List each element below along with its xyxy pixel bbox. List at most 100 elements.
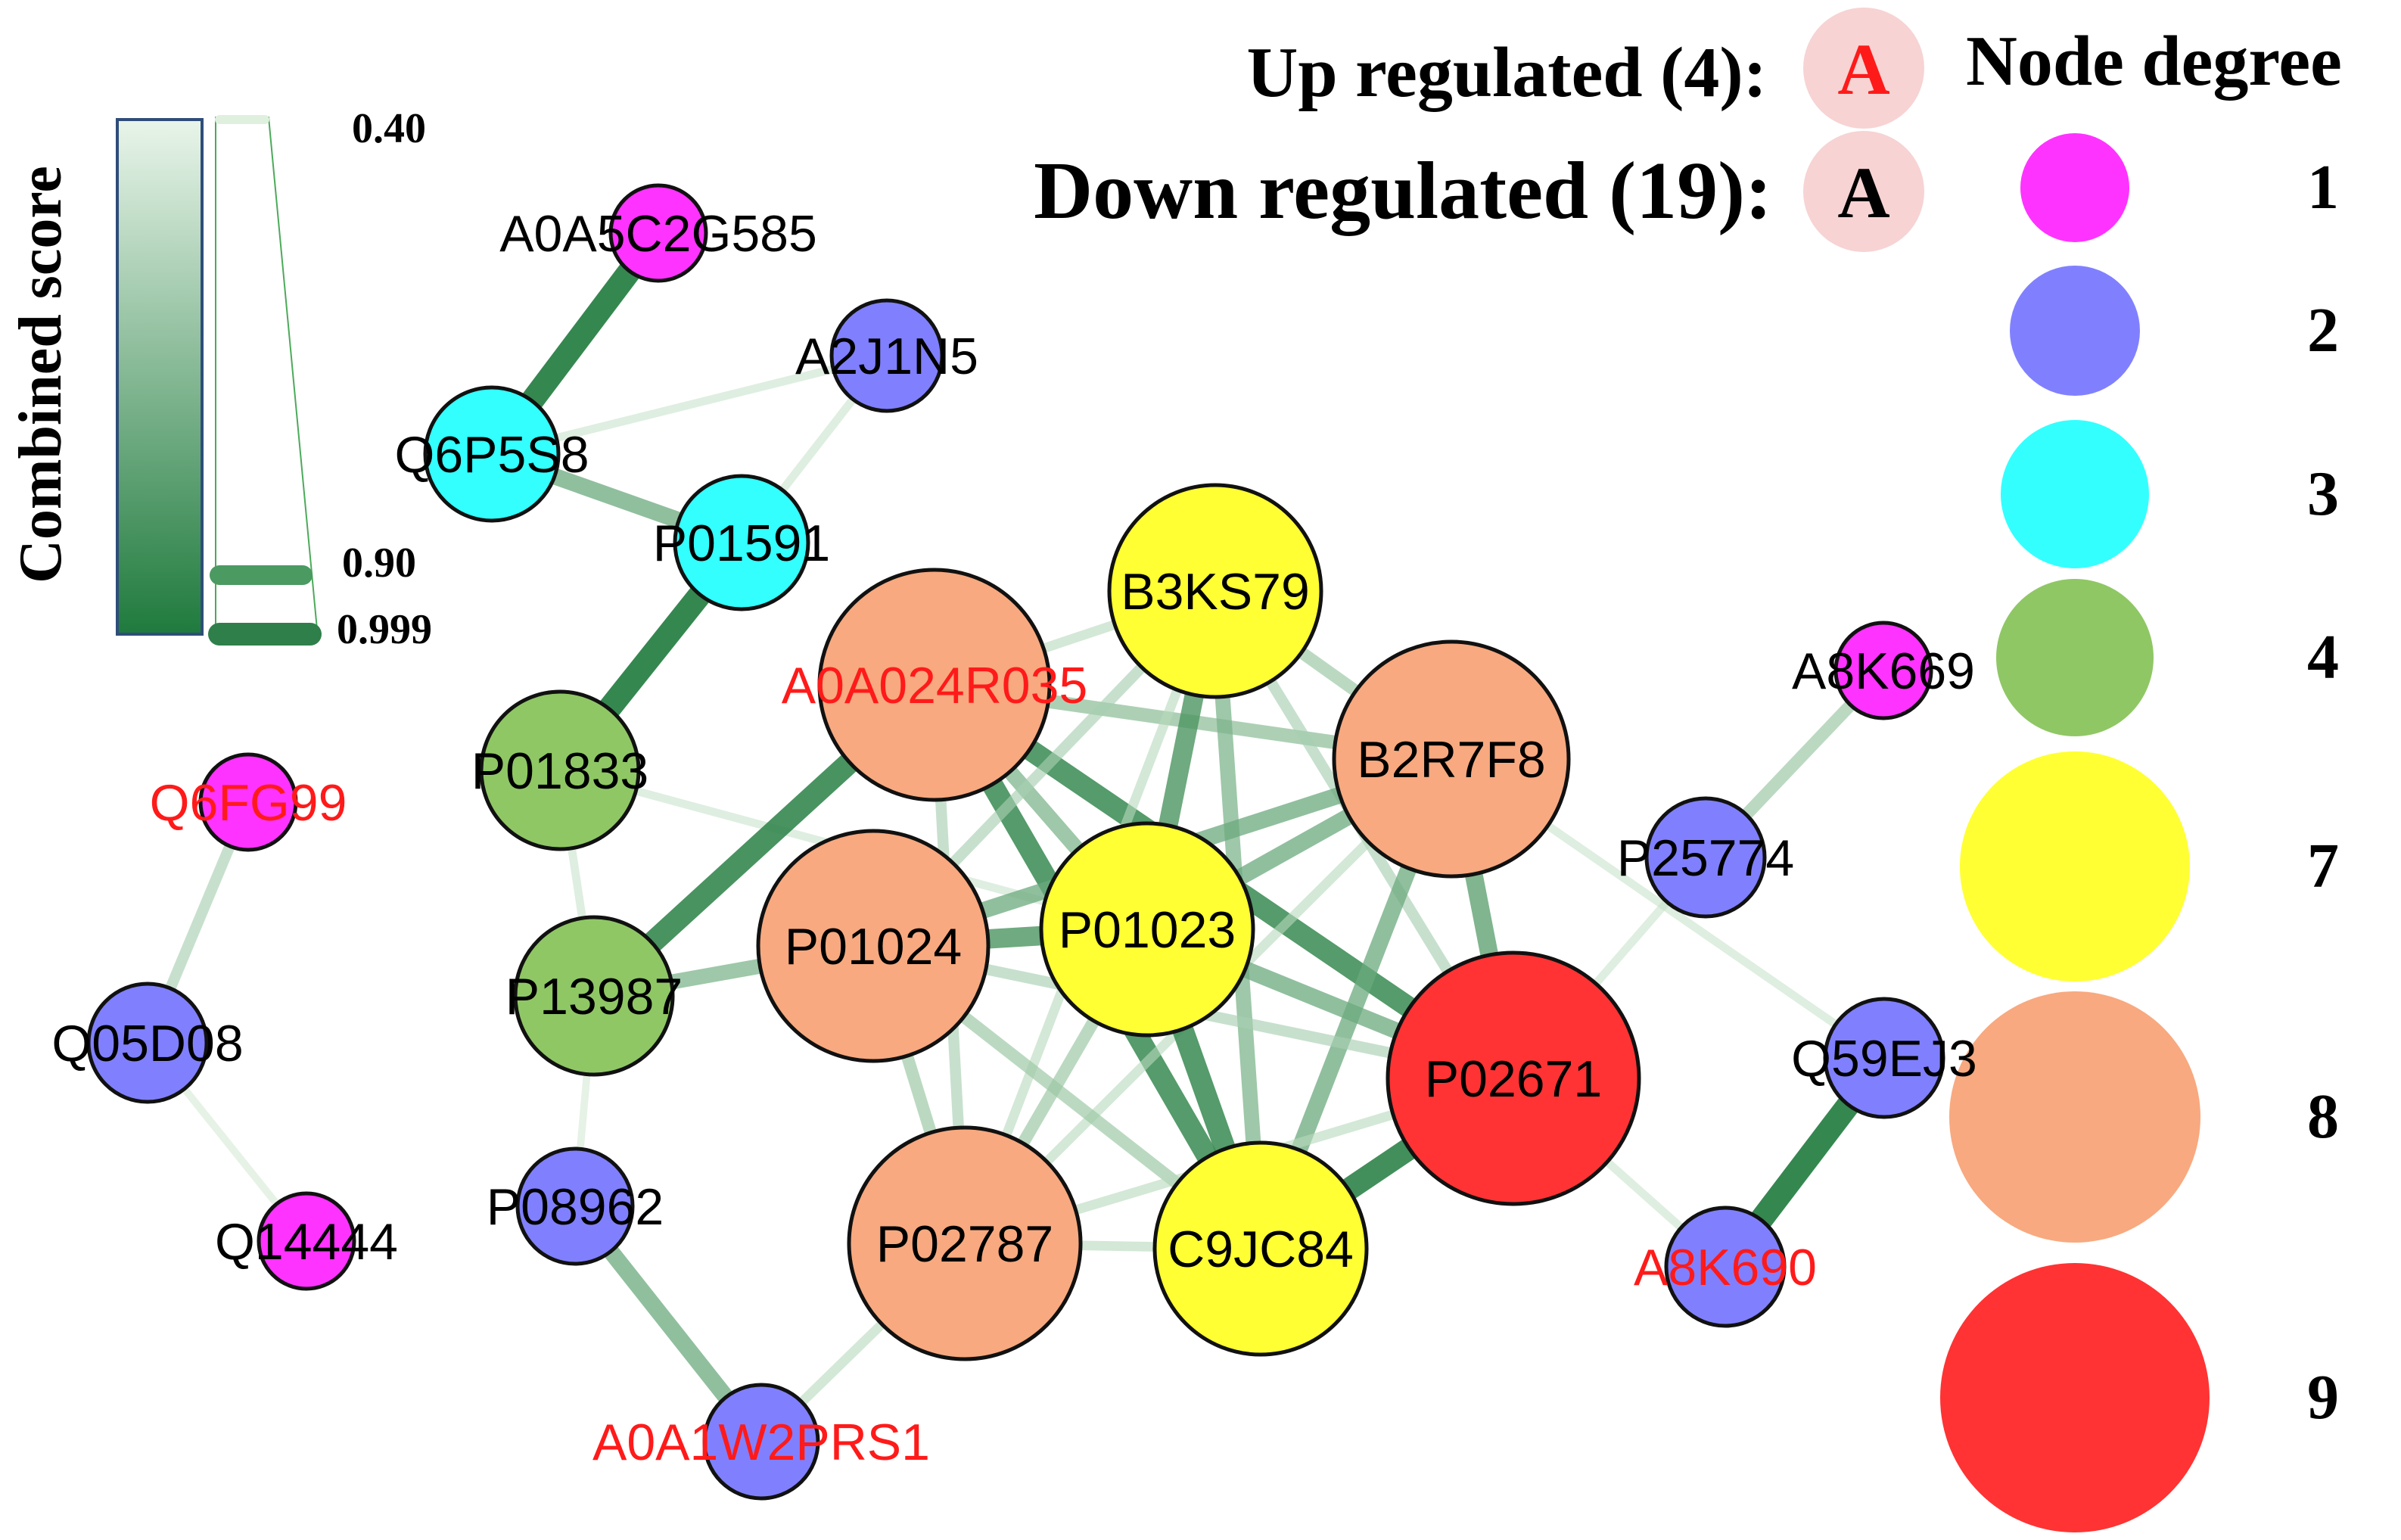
down-regulated-letter: A (1837, 152, 1889, 233)
node-p08962[interactable]: P08962 (487, 1146, 664, 1266)
node-a8k690[interactable]: A8K690 (1634, 1206, 1817, 1328)
degree-label-7: 7 (2307, 831, 2339, 901)
node-label: C9JC84 (1168, 1221, 1354, 1278)
node-label: A0A1W2PRS1 (592, 1414, 930, 1471)
node-label: Q59EJ3 (1791, 1030, 1977, 1087)
node-circle[interactable] (198, 752, 298, 852)
combined-score-colorbar (116, 118, 204, 636)
degree-swatch-7 (1960, 751, 2190, 982)
node-p02787[interactable]: P02787 (847, 1125, 1083, 1361)
score-label-0999: 0.999 (337, 606, 432, 653)
node-label: P13987 (505, 968, 683, 1025)
node-p01833[interactable]: P01833 (471, 689, 648, 851)
node-label: P02787 (876, 1215, 1053, 1273)
node-circle[interactable] (1664, 1206, 1787, 1328)
node-circle[interactable] (1332, 639, 1571, 879)
node-label: Q6P5S8 (394, 426, 589, 484)
node-circle[interactable] (673, 474, 810, 611)
node-circle[interactable] (702, 1383, 820, 1501)
down-regulated-label: Down regulated (19): (1034, 146, 1772, 236)
node-circle[interactable] (817, 568, 1052, 802)
node-label: P02671 (1425, 1050, 1602, 1108)
node-c9jc84[interactable]: C9JC84 (1152, 1140, 1369, 1357)
node-circle[interactable] (513, 915, 675, 1077)
node-degree-legend: Node degree 1 2 3 4 7 8 9 (1940, 22, 2342, 1532)
combined-score-title: Combined score (8, 166, 74, 583)
combined-score-legend: Combined score 0.40 0.90 0.999 (8, 105, 432, 653)
node-label: P01833 (471, 742, 648, 800)
degree-swatch-2 (2010, 266, 2140, 396)
node-label: P08962 (487, 1178, 664, 1236)
degree-swatch-9 (1940, 1263, 2210, 1532)
score-label-090: 0.90 (342, 540, 416, 586)
node-label: A8K690 (1634, 1239, 1817, 1296)
node-circle[interactable] (847, 1125, 1083, 1361)
node-circle[interactable] (515, 1146, 635, 1266)
down-regulated-badge (1803, 131, 1924, 252)
degree-label-2: 2 (2307, 295, 2339, 366)
degree-swatch-4 (1996, 579, 2154, 736)
node-label: Q14444 (215, 1213, 398, 1271)
degree-label-4: 4 (2307, 622, 2339, 692)
node-a0a5c2g585[interactable]: A0A5C2G585 (499, 183, 817, 283)
node-q14444[interactable]: Q14444 (215, 1191, 398, 1291)
up-regulated-label: Up regulated (4): (1246, 33, 1767, 112)
node-p01024[interactable]: P01024 (756, 829, 991, 1063)
up-regulated-letter: A (1837, 29, 1889, 110)
node-a0a024r035[interactable]: A0A024R035 (782, 568, 1088, 802)
degree-label-1: 1 (2307, 152, 2339, 222)
node-p01023[interactable]: P01023 (1039, 821, 1255, 1038)
node-label: P01024 (785, 918, 962, 975)
node-circle[interactable] (257, 1191, 356, 1291)
node-circle[interactable] (1823, 997, 1945, 1119)
node-a0a1w2prs1[interactable]: A0A1W2PRS1 (592, 1383, 930, 1501)
node-label: Q6FG99 (150, 774, 347, 832)
node-a8k669[interactable]: A8K669 (1792, 621, 1975, 720)
node-circle[interactable] (1107, 483, 1323, 699)
node-label: A0A5C2G585 (499, 205, 817, 263)
degree-label-9: 9 (2307, 1362, 2339, 1433)
node-b2r7f8[interactable]: B2R7F8 (1332, 639, 1571, 879)
node-label: P25774 (1617, 829, 1794, 887)
degree-label-8: 8 (2307, 1081, 2339, 1152)
node-label: B3KS79 (1121, 563, 1310, 621)
node-q6fg99[interactable]: Q6FG99 (150, 752, 347, 852)
node-label: A2J1N5 (795, 328, 978, 385)
degree-swatch-1 (2020, 133, 2129, 242)
node-p25774[interactable]: P25774 (1617, 796, 1794, 919)
node-circle[interactable] (1039, 821, 1255, 1038)
edge-width-wedge (215, 117, 319, 638)
node-circle[interactable] (423, 385, 561, 523)
score-label-040: 0.40 (352, 105, 426, 152)
network-nodes: A0A5C2G585A2J1N5Q6P5S8P01591P01833P13987… (51, 183, 1977, 1501)
node-label: A8K669 (1792, 642, 1975, 700)
up-regulated-badge (1803, 8, 1924, 129)
node-label: A0A024R035 (782, 657, 1088, 714)
degree-swatch-3 (2001, 420, 2149, 568)
node-circle[interactable] (1644, 796, 1767, 919)
node-circle[interactable] (608, 183, 708, 283)
node-label: B2R7F8 (1357, 731, 1545, 789)
node-degree-title: Node degree (1966, 22, 2342, 101)
degree-label-3: 3 (2307, 459, 2339, 529)
node-p01591[interactable]: P01591 (653, 474, 830, 611)
node-p13987[interactable]: P13987 (505, 915, 683, 1077)
node-circle[interactable] (756, 829, 991, 1063)
node-q59ej3[interactable]: Q59EJ3 (1791, 997, 1977, 1119)
node-b3ks79[interactable]: B3KS79 (1107, 483, 1323, 699)
node-circle[interactable] (86, 982, 209, 1104)
node-circle[interactable] (1152, 1140, 1369, 1357)
node-a2j1n5[interactable]: A2J1N5 (795, 298, 978, 413)
node-circle[interactable] (1386, 950, 1641, 1206)
node-circle[interactable] (1833, 621, 1933, 720)
node-label: Q05D08 (51, 1015, 243, 1072)
node-q05d08[interactable]: Q05D08 (51, 982, 244, 1104)
degree-swatch-8 (1949, 991, 2200, 1243)
node-label: P01023 (1059, 901, 1236, 959)
node-circle[interactable] (479, 689, 641, 851)
node-circle[interactable] (829, 298, 944, 413)
node-p02671[interactable]: P02671 (1386, 950, 1641, 1206)
regulation-legend: Up regulated (4): A Down regulated (19):… (1034, 8, 1924, 252)
node-q6p5s8[interactable]: Q6P5S8 (394, 385, 589, 523)
